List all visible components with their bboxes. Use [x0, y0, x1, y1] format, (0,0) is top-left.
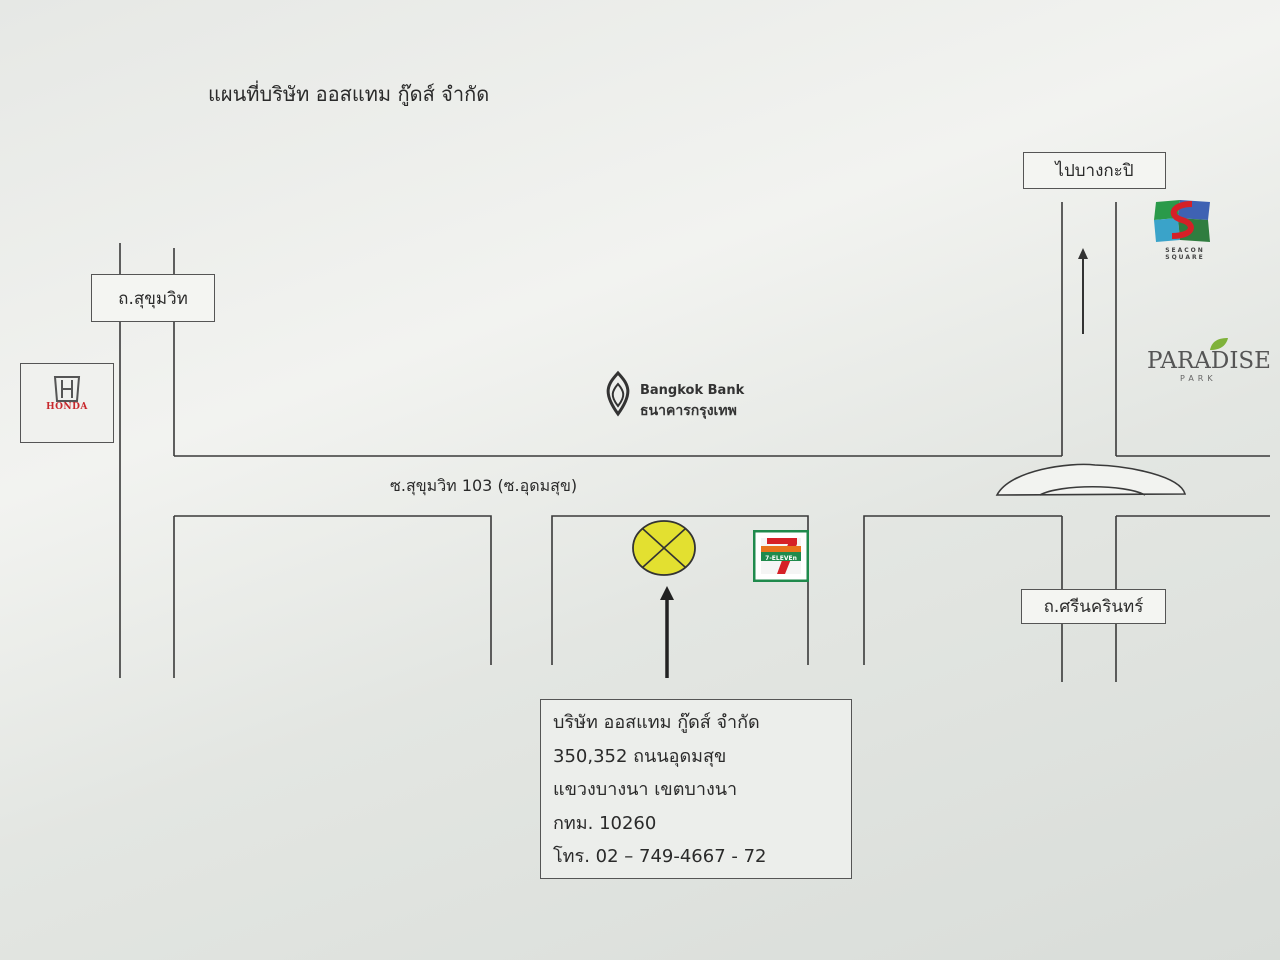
- paradise-leaf-icon: [1210, 338, 1228, 350]
- arrow-up-bang-kapi-icon: [1078, 248, 1088, 334]
- sign-to-bang-kapi: ไปบางกะปิ: [1023, 152, 1166, 189]
- bangkok-bank-name-en: Bangkok Bank: [640, 383, 745, 398]
- map-title: แผนที่บริษัท ออสแทม กู๊ดส์ จำกัด: [208, 82, 490, 106]
- sign-srinagarindra-road: ถ.ศรีนครินทร์: [1021, 589, 1166, 624]
- paradise-park-subtitle: PARK: [1180, 374, 1217, 383]
- address-box: บริษัท ออสแทม กู๊ดส์ จำกัด 350,352 ถนนอุ…: [540, 699, 852, 879]
- seacon-square-label: SEACON SQUARE: [1165, 247, 1205, 261]
- seacon-square-logo-icon: [1154, 200, 1210, 242]
- paradise-park-title: PARADISE: [1147, 348, 1271, 374]
- address-phone: โทร. 02 – 749-4667 - 72: [553, 846, 767, 867]
- bangkok-bank-name-th: ธนาคารกรุงเทพ: [640, 403, 737, 419]
- seven-eleven-label: 7-ELEVEn: [765, 555, 797, 562]
- street-label: ซ.สุขุมวิท 103 (ซ.อุดมสุข): [390, 476, 578, 495]
- honda-logo-icon: HONDA: [20, 363, 114, 443]
- honda-label: HONDA: [46, 402, 88, 412]
- address-district: แขวงบางนา เขตบางนา: [553, 779, 738, 800]
- address-city: กทม. 10260: [553, 812, 657, 834]
- sign-sukhumvit-road: ถ.สุขุมวิท: [91, 274, 215, 322]
- bangkok-bank-logo-icon: [606, 370, 630, 417]
- address-street: 350,352 ถนนอุดมสุข: [553, 745, 727, 767]
- destination-marker-icon: [632, 520, 696, 576]
- arrow-up-icon: [660, 586, 674, 678]
- seven-eleven-logo-icon: 7-ELEVEn: [753, 530, 809, 582]
- address-company: บริษัท ออสแทม กู๊ดส์ จำกัด: [553, 712, 760, 733]
